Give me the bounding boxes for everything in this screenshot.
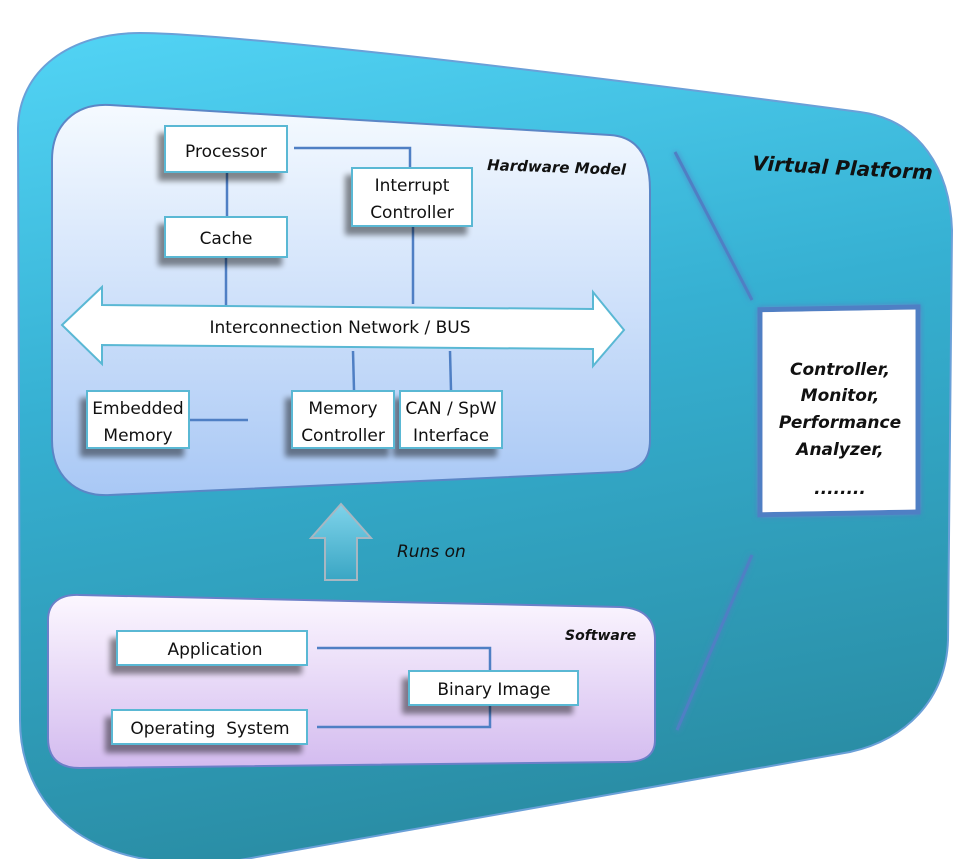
hardware-model-title: Hardware Model [487, 156, 627, 179]
operating-system-block [111, 709, 308, 745]
tools-box [757, 304, 921, 518]
memctrl-bus-link [351, 350, 356, 391]
tools-text: Controller, Monitor, Performance Analyze… [779, 360, 901, 499]
interrupt-label-1: Interrupt [375, 176, 450, 196]
embedded-label-1: Embedded [92, 399, 183, 419]
application-label: Application [168, 640, 263, 660]
tools-connector-top [673, 151, 754, 301]
operating-system-label: Operating System [130, 719, 289, 739]
can-bus-link [448, 350, 453, 391]
runs-on-arrow-icon [308, 502, 374, 581]
cache-block [164, 216, 288, 258]
can-spw-interface-block [399, 390, 503, 449]
tools-line-3: Performance [779, 413, 901, 433]
tools-line-2: Monitor, [801, 386, 880, 406]
interrupt-controller-block [351, 167, 473, 227]
hardware-connections [188, 146, 453, 422]
runs-on-label: Runs on [397, 542, 466, 562]
interrupt-label-2: Controller [370, 203, 454, 223]
memory-controller-block [291, 390, 395, 449]
embedded-memory-block [86, 390, 190, 449]
interconnection-bus-arrow [60, 284, 626, 369]
software-title: Software [565, 628, 636, 644]
cache-label: Cache [200, 229, 253, 249]
application-binary-link [317, 646, 492, 672]
can-label-2: Interface [413, 426, 489, 446]
tools-line-5: ........ [814, 479, 866, 499]
processor-label: Processor [185, 142, 267, 162]
application-block [116, 630, 308, 666]
binary-image-label: Binary Image [437, 680, 550, 700]
can-label-1: CAN / SpW [405, 399, 496, 419]
binary-image-block [408, 670, 579, 706]
embedded-label-2: Memory [103, 426, 172, 446]
os-binary-link [317, 705, 492, 729]
tools-connector-bottom [675, 554, 754, 731]
memctrl-label-1: Memory [308, 399, 377, 419]
tools-line-4: Analyzer, [794, 440, 883, 460]
bus-label: Interconnection Network / BUS [209, 318, 470, 338]
processor-block [164, 125, 288, 173]
memctrl-label-2: Controller [301, 426, 385, 446]
processor-interrupt-link [294, 146, 412, 168]
tools-line-1: Controller, [790, 360, 890, 380]
